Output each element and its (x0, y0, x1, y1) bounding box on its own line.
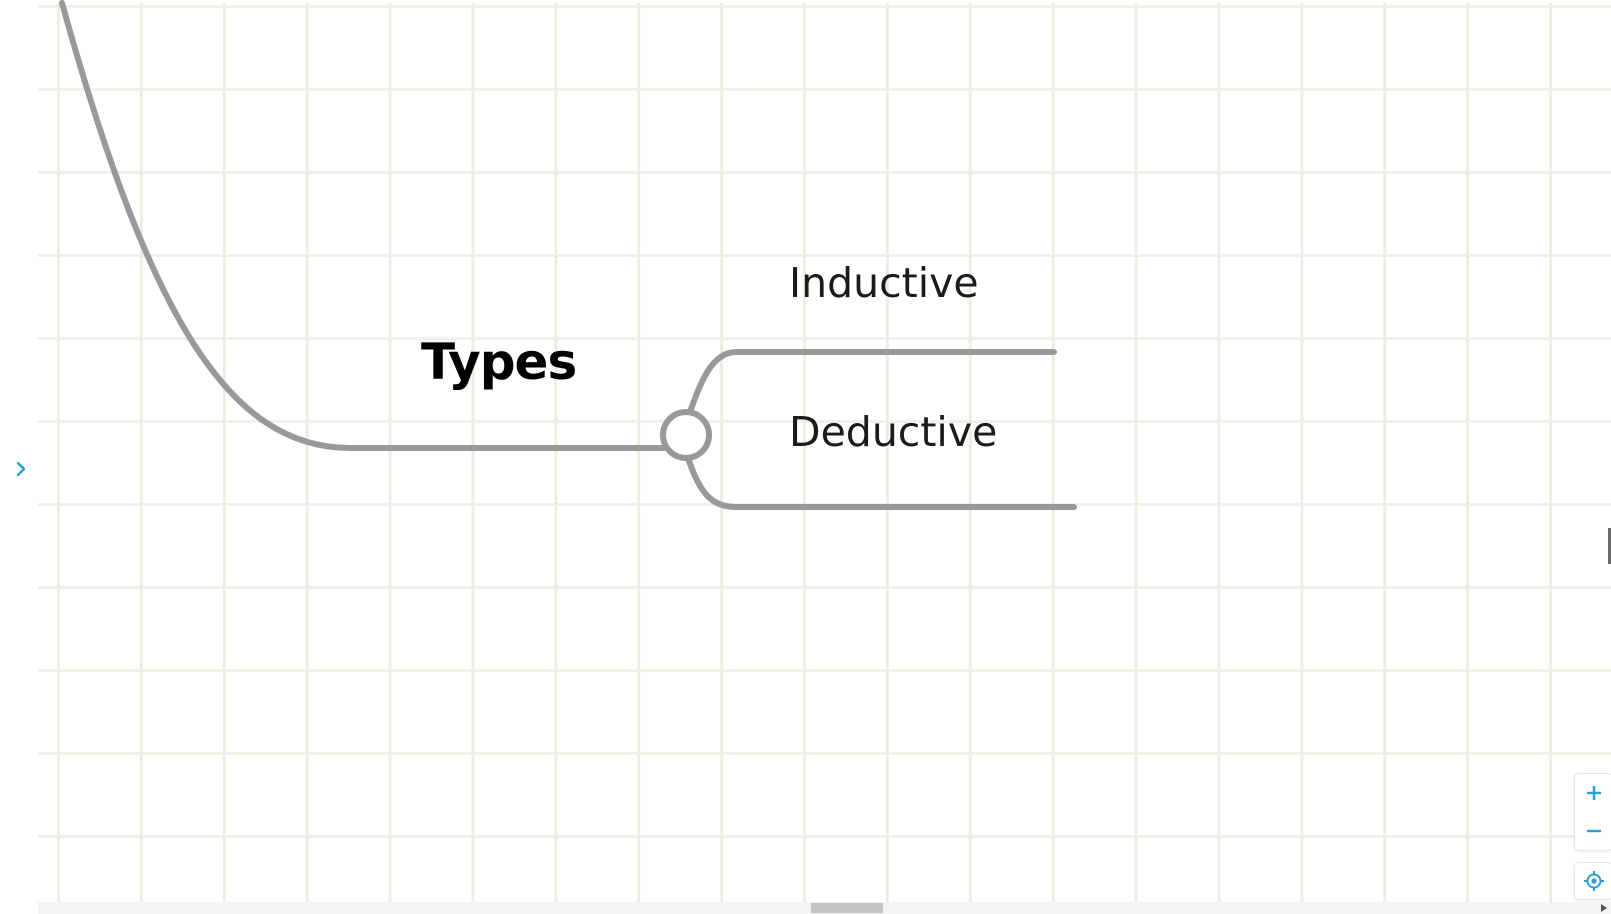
topic-types[interactable]: Types (421, 333, 577, 391)
zoom-in-button[interactable] (1575, 774, 1611, 812)
chevron-right-icon (16, 461, 26, 477)
sidebar-toggle-button[interactable] (9, 456, 33, 482)
horizontal-scrollbar[interactable] (38, 902, 1611, 914)
minus-icon (1586, 829, 1601, 833)
target-icon (1583, 871, 1604, 891)
left-gutter (0, 0, 38, 914)
zoom-out-button[interactable] (1575, 812, 1611, 850)
locate-center-button[interactable] (1574, 862, 1611, 900)
plus-icon (1586, 786, 1601, 800)
subtopic-inductive[interactable]: Inductive (789, 259, 979, 307)
zoom-controls (1574, 773, 1611, 851)
right-edge-marker (1608, 528, 1611, 564)
scroll-right-arrow[interactable] (1600, 903, 1608, 913)
subtopic-deductive[interactable]: Deductive (789, 408, 998, 456)
horizontal-scroll-thumb[interactable] (811, 903, 883, 913)
caret-right-icon (1601, 904, 1607, 912)
